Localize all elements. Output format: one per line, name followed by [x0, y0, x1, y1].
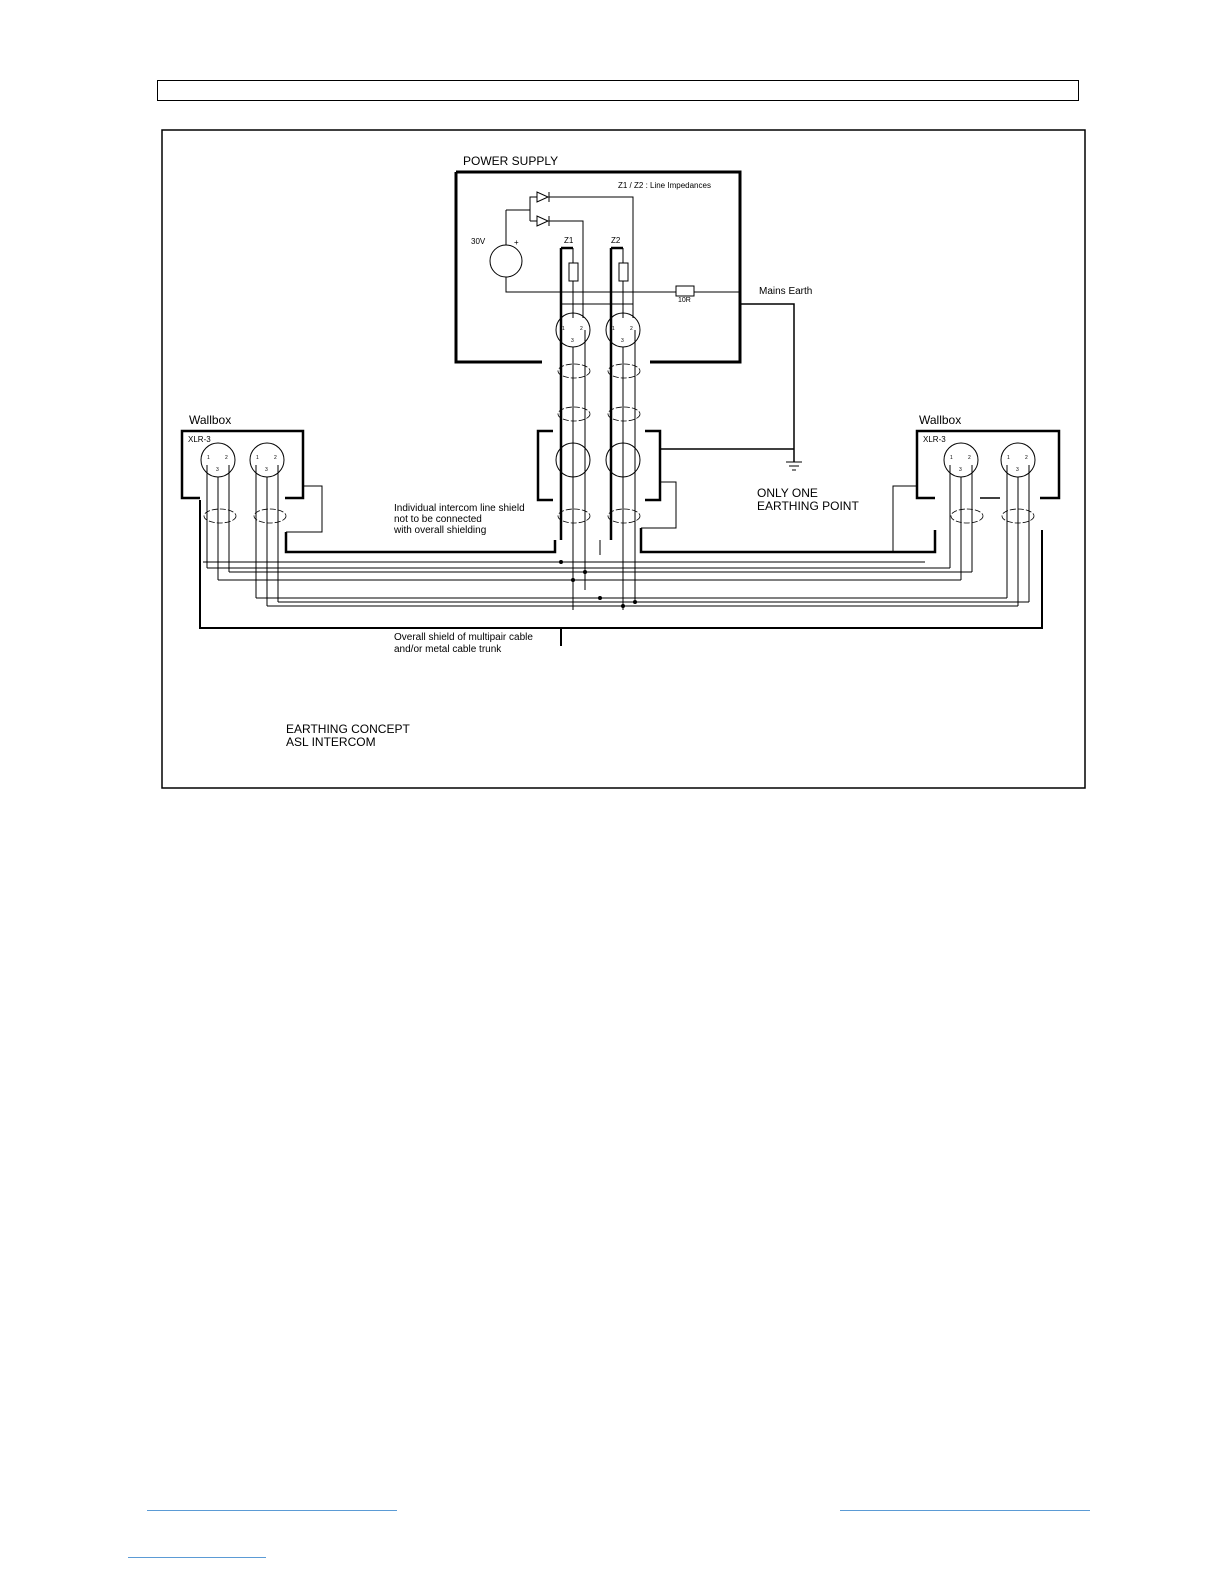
shield-note: Individual intercom line shield not to b…: [393, 503, 527, 536]
svg-text:3: 3: [1016, 467, 1019, 473]
power-supply-box: [454, 170, 742, 364]
svg-text:3: 3: [216, 467, 219, 473]
wallbox-right-label: Wallbox: [919, 413, 961, 427]
diagram-frame: [161, 129, 1086, 789]
z1-label: Z1: [564, 236, 574, 245]
xlr-left-label: XLR-3: [188, 435, 211, 444]
junction-dots: [559, 560, 637, 608]
wallbox-left-label: Wallbox: [189, 413, 231, 427]
supply-bus: [559, 246, 623, 540]
footer-rule-bottom: [128, 1557, 266, 1558]
header-box: [157, 80, 1079, 101]
wallbox-left-connectors: [200, 442, 285, 478]
svg-text:3: 3: [621, 338, 624, 344]
central-xlr-connectors: [555, 312, 641, 478]
svg-text:1: 1: [1007, 455, 1010, 461]
diode-pair: [506, 191, 634, 318]
svg-text:3: 3: [571, 338, 574, 344]
overall-shield-note: Overall shield of multipair cable and/or…: [394, 632, 536, 655]
voltage-label: 30V: [471, 237, 486, 246]
shield-bus: [284, 528, 937, 554]
z2-label: Z2: [611, 236, 621, 245]
line-impedances-note: Z1 / Z2 : Line Impedances: [618, 181, 711, 190]
mains-earth-label: Mains Earth: [759, 286, 812, 297]
footer-rule-left: [147, 1510, 397, 1511]
wallbox-left-box: [180, 429, 305, 500]
voltage-source: [489, 210, 740, 293]
earthing-point-label: ONLY ONE EARTHING POINT: [757, 486, 859, 513]
svg-text:1: 1: [256, 455, 259, 461]
wallbox-right-box: [915, 429, 1061, 500]
intercom-lines: [203, 465, 1030, 607]
shield-ellipses: [203, 363, 1035, 524]
svg-text:2: 2: [225, 455, 228, 461]
resistor-10r: [675, 285, 695, 297]
xlr-right-label: XLR-3: [923, 435, 946, 444]
left-shield-loop: [286, 485, 323, 533]
z-impedances: [568, 248, 629, 318]
svg-text:1: 1: [207, 455, 210, 461]
central-junction-box: [536, 429, 662, 502]
svg-text:2: 2: [1025, 455, 1028, 461]
plus-label: +: [514, 238, 519, 247]
overall-shield: [199, 500, 1043, 646]
svg-text:2: 2: [968, 455, 971, 461]
earth-conductor: [660, 303, 795, 462]
power-supply-label: POWER SUPPLY: [463, 154, 558, 168]
resistor-label: 10R: [678, 297, 691, 304]
svg-text:2: 2: [580, 326, 583, 332]
diagram-title: EARTHING CONCEPT ASL INTERCOM: [286, 722, 413, 749]
svg-text:1: 1: [562, 326, 565, 332]
svg-text:2: 2: [630, 326, 633, 332]
footer-rule-right: [840, 1510, 1090, 1511]
svg-text:3: 3: [265, 467, 268, 473]
central-wires: [572, 330, 636, 610]
svg-text:2: 2: [274, 455, 277, 461]
svg-text:1: 1: [612, 326, 615, 332]
svg-text:1: 1: [950, 455, 953, 461]
wallbox-right-connectors: [943, 442, 1036, 478]
svg-text:3: 3: [959, 467, 962, 473]
earth-symbol-icon: [786, 461, 802, 471]
